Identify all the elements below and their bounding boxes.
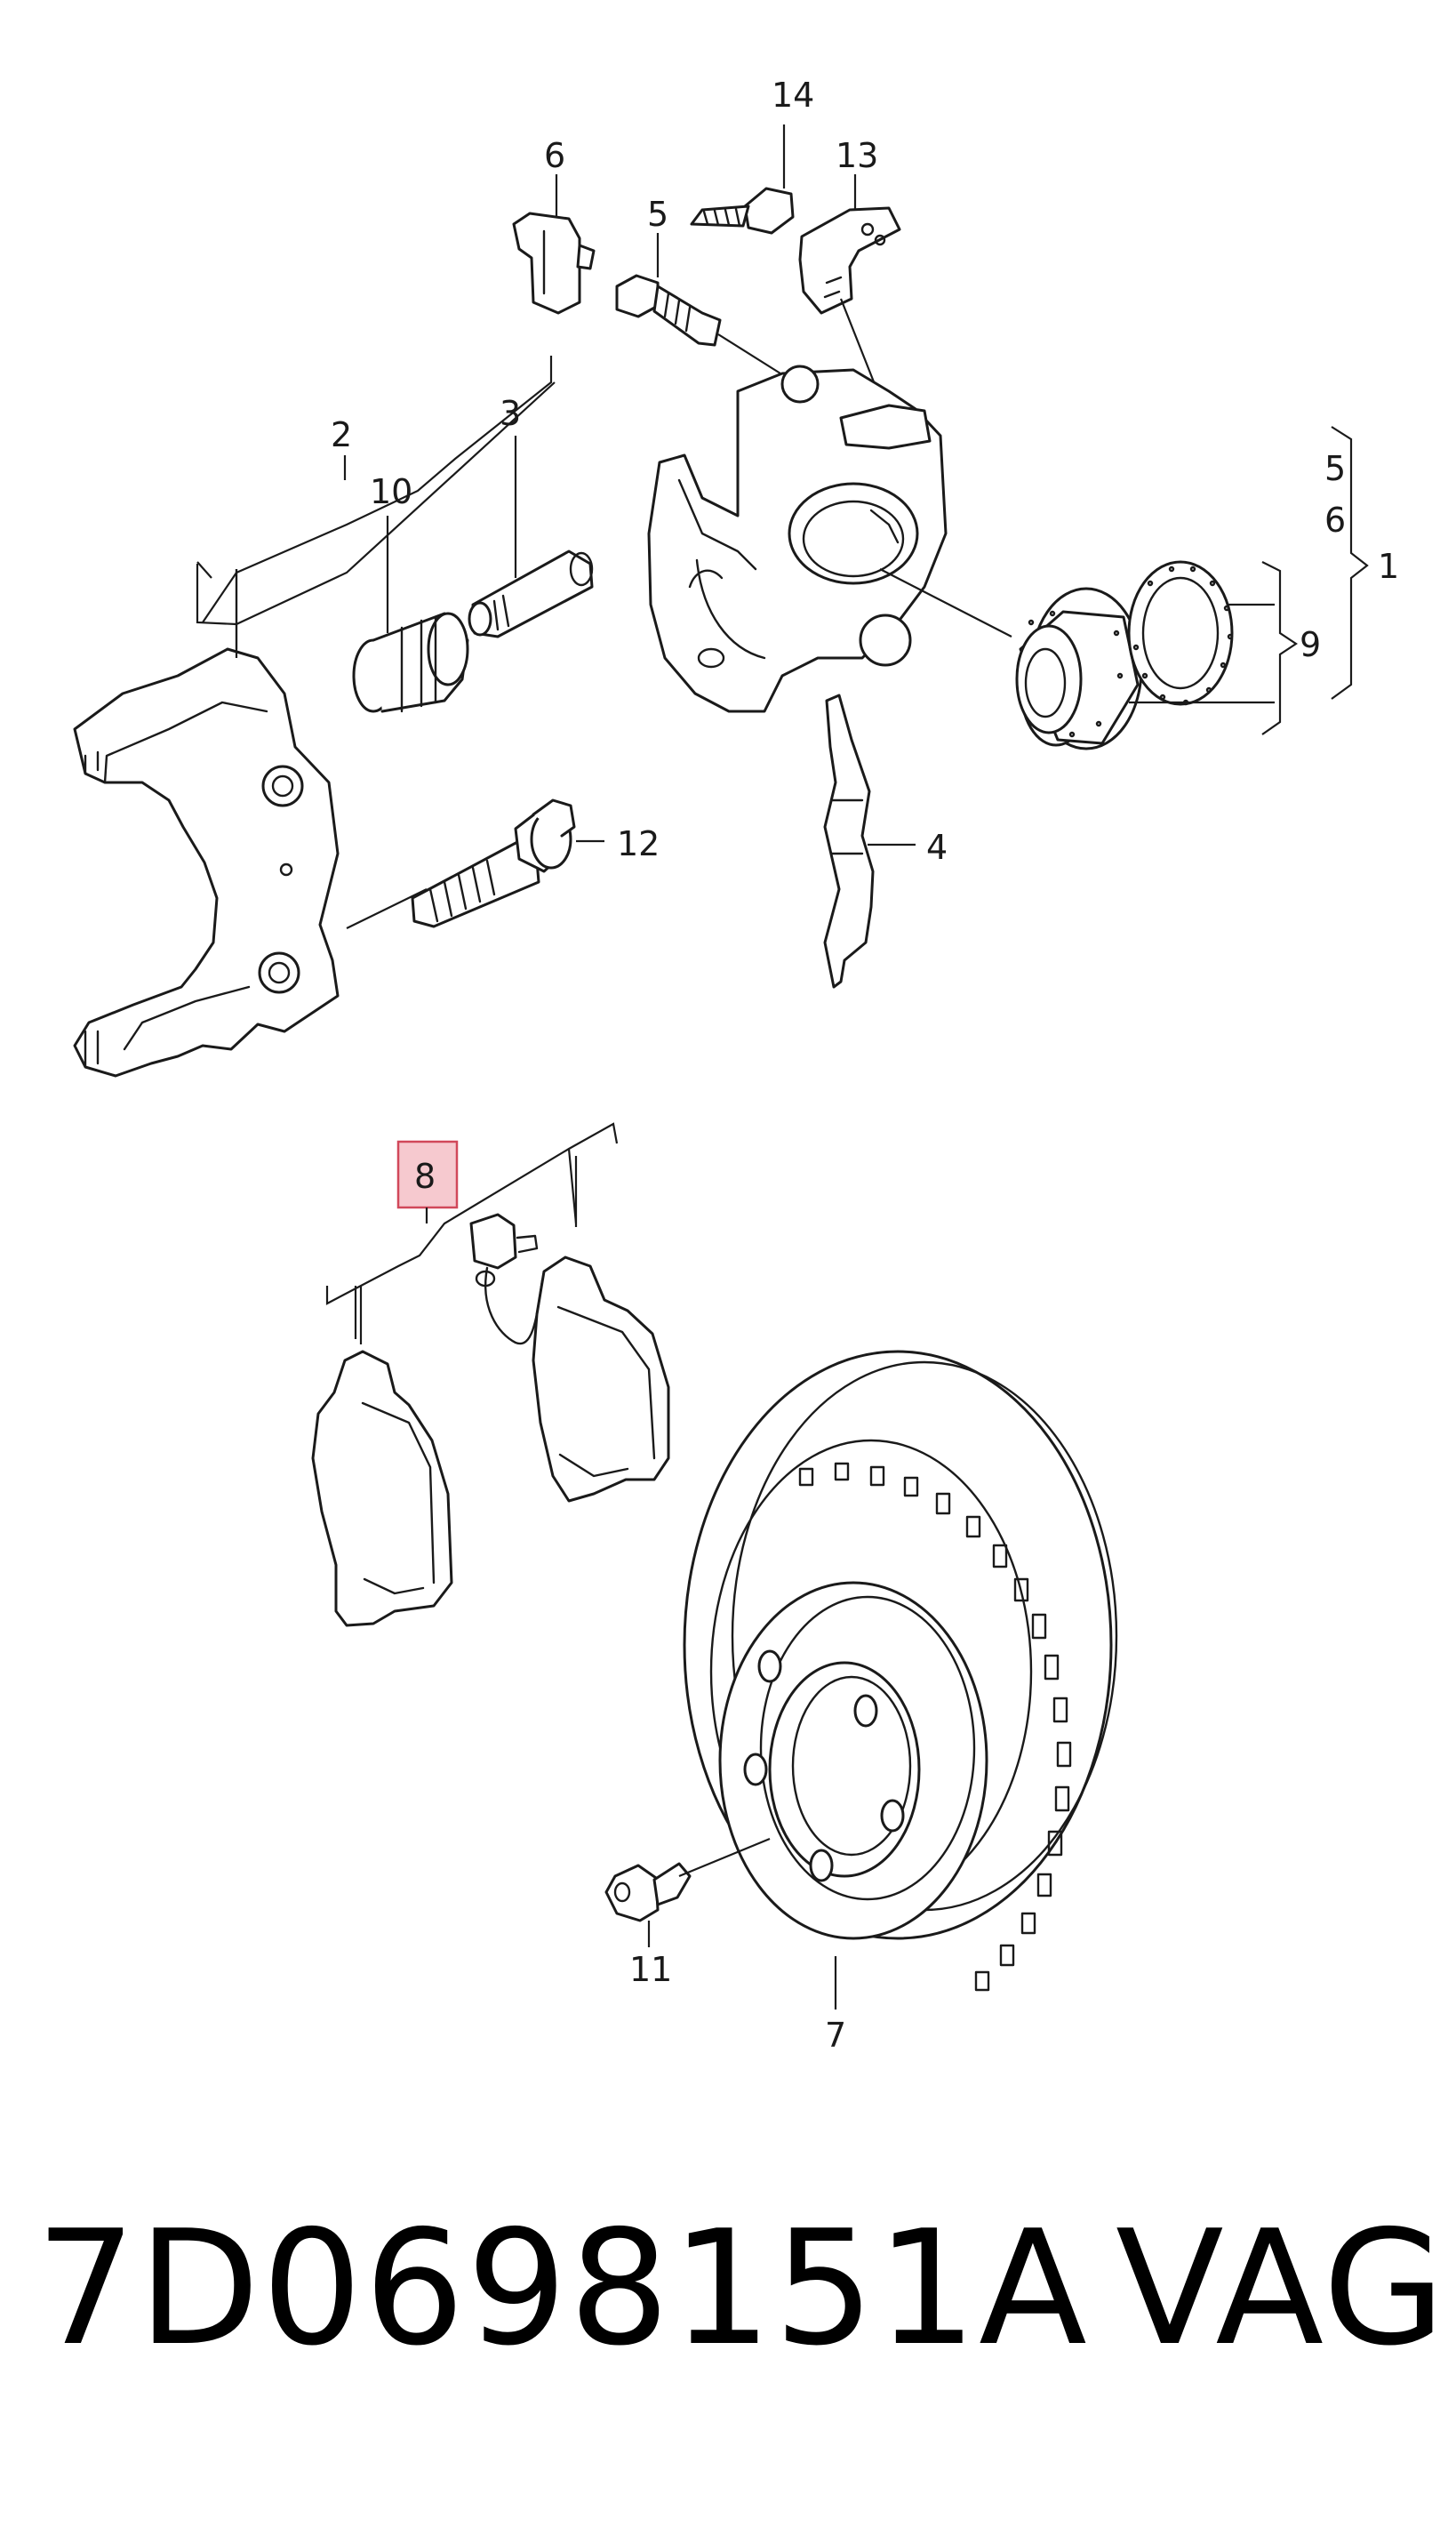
callout-2: 2 <box>331 415 352 454</box>
disc-vents <box>798 1462 1072 1992</box>
part-number-footer: 7D0698151A VAG <box>36 2196 1445 2427</box>
clip-part-6 <box>512 174 596 315</box>
guide-pin-part-3 <box>468 550 594 638</box>
bolt-part-12 <box>346 798 604 929</box>
callout-13: 13 <box>836 136 878 175</box>
callout-5-right: 5 <box>1324 449 1346 488</box>
bracket-part-13 <box>798 174 901 385</box>
part-number: 7D0698151A <box>36 2196 1089 2380</box>
carrier-part-2 <box>73 647 340 1078</box>
brace-9 <box>1261 561 1298 735</box>
callout-12: 12 <box>617 824 660 863</box>
bolt-part-14 <box>690 124 795 235</box>
callout-10: 10 <box>370 472 412 511</box>
bleeder-screw-part-5 <box>615 233 781 374</box>
callout-6-right: 6 <box>1324 501 1346 540</box>
brake-pads-part-8 <box>311 1213 670 1627</box>
callout-11: 11 <box>629 1950 672 1989</box>
callout-4: 4 <box>926 828 948 867</box>
callout-7: 7 <box>825 2016 846 2055</box>
callout-8: 8 <box>414 1157 436 1196</box>
bushing-part-10 <box>352 612 469 713</box>
callout-5-top: 5 <box>647 195 668 234</box>
brand-name: VAG <box>1116 2196 1447 2380</box>
callout-1: 1 <box>1378 547 1399 586</box>
spring-clip-part-4 <box>823 694 916 989</box>
brake-disc-part-7 <box>683 1350 1118 1992</box>
brace-1 <box>1331 426 1369 700</box>
piston-seal-part-9 <box>1015 560 1275 750</box>
bolt-part-11 <box>604 1837 771 1947</box>
callout-6: 6 <box>544 136 565 175</box>
seal-dots <box>1028 566 1234 738</box>
callout-3: 3 <box>500 394 521 433</box>
callout-8-highlight[interactable]: 8 <box>396 1140 459 1209</box>
callout-9: 9 <box>1300 625 1321 664</box>
callout-14: 14 <box>772 76 814 115</box>
leader-8 <box>325 1122 619 1305</box>
caliper-housing-part-1 <box>647 365 1012 713</box>
